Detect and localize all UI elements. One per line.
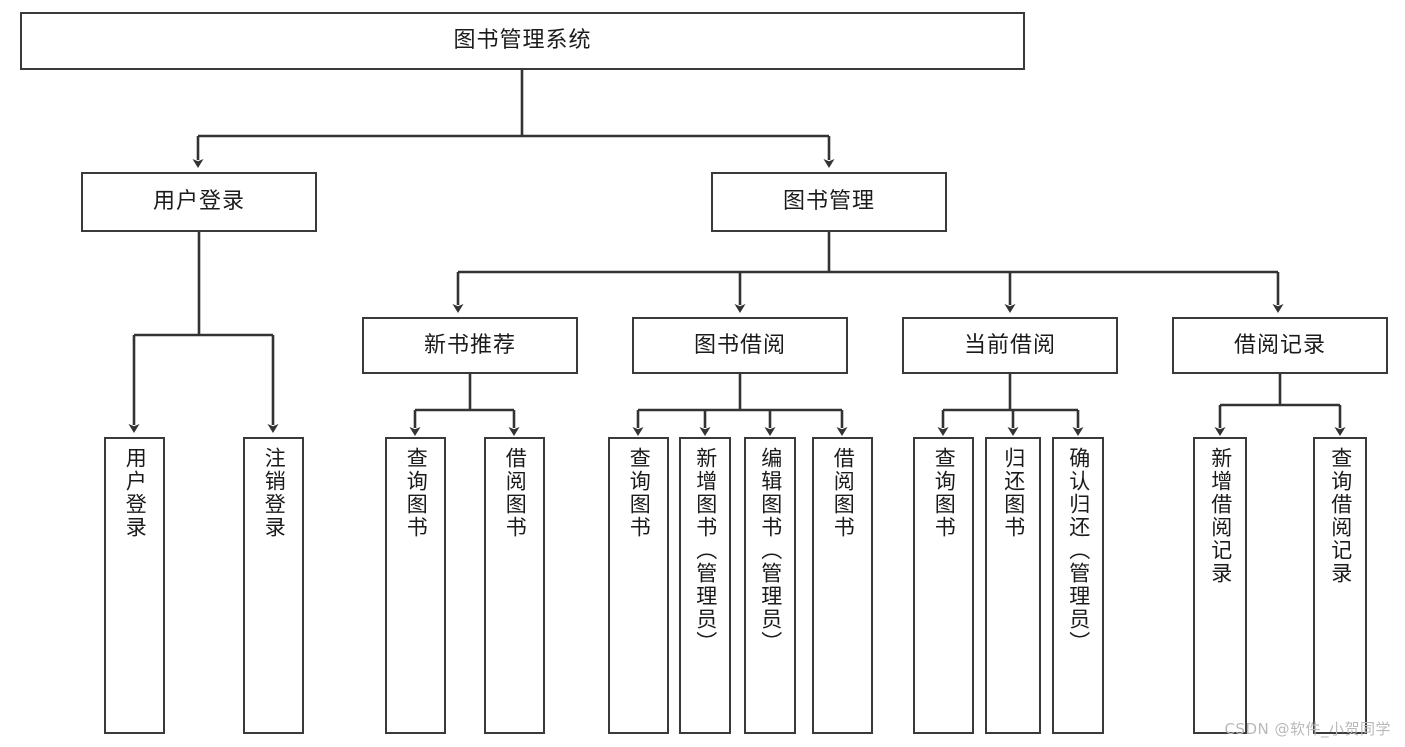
node-current-borrow-label: 当前借阅 [963, 332, 1056, 358]
node-borrow-record-label: 借阅记录 [1233, 332, 1326, 358]
leaf-newbook-query-book-label: 查询图书 [404, 447, 429, 539]
node-root[interactable]: 图书管理系统 [20, 12, 1025, 70]
node-book-borrow[interactable]: 图书借阅 [632, 317, 848, 374]
leaf-user-login-label: 用户登录 [123, 447, 148, 539]
leaf-current-return-book[interactable]: 归还图书 [985, 437, 1041, 734]
leaf-current-query-book-label: 查询图书 [932, 447, 957, 539]
node-book-borrow-label: 图书借阅 [693, 332, 786, 358]
node-new-book-recommend-label: 新书推荐 [423, 332, 516, 358]
leaf-logout-label: 注销登录 [262, 447, 287, 539]
leaf-borrow-query-book[interactable]: 查询图书 [608, 437, 669, 734]
watermark-text: CSDN @软件_小贺同学 [1224, 720, 1391, 738]
node-new-book-recommend[interactable]: 新书推荐 [362, 317, 578, 374]
leaf-record-query-record-label: 查询借阅记录 [1328, 447, 1353, 585]
node-book-management[interactable]: 图书管理 [711, 172, 947, 232]
leaf-newbook-borrow-book[interactable]: 借阅图书 [484, 437, 545, 734]
leaf-logout[interactable]: 注销登录 [243, 437, 304, 734]
leaf-borrow-query-book-label: 查询图书 [627, 447, 652, 539]
leaf-current-query-book[interactable]: 查询图书 [913, 437, 974, 734]
leaf-current-return-book-label: 归还图书 [1001, 447, 1026, 539]
leaf-borrow-edit-book-admin-label: 编辑图书（管理员） [758, 447, 783, 654]
leaf-newbook-query-book[interactable]: 查询图书 [385, 437, 446, 734]
leaf-newbook-borrow-book-label: 借阅图书 [503, 447, 528, 539]
node-root-label: 图书管理系统 [453, 28, 592, 54]
leaf-borrow-borrow-book-label: 借阅图书 [831, 447, 856, 539]
leaf-record-add-record-label: 新增借阅记录 [1208, 447, 1233, 585]
leaf-current-confirm-return-admin[interactable]: 确认归还（管理员） [1052, 437, 1104, 734]
leaf-user-login[interactable]: 用户登录 [104, 437, 165, 734]
leaf-borrow-borrow-book[interactable]: 借阅图书 [812, 437, 873, 734]
node-user-login[interactable]: 用户登录 [81, 172, 317, 232]
node-user-login-label: 用户登录 [152, 189, 245, 215]
node-borrow-record[interactable]: 借阅记录 [1172, 317, 1388, 374]
leaf-current-confirm-return-admin-label: 确认归还（管理员） [1066, 447, 1091, 654]
node-current-borrow[interactable]: 当前借阅 [902, 317, 1118, 374]
leaf-borrow-add-book-admin[interactable]: 新增图书（管理员） [679, 437, 731, 734]
leaf-record-query-record[interactable]: 查询借阅记录 [1313, 437, 1367, 734]
leaf-record-add-record[interactable]: 新增借阅记录 [1193, 437, 1247, 734]
leaf-borrow-add-book-admin-label: 新增图书（管理员） [693, 447, 718, 654]
node-book-management-label: 图书管理 [782, 189, 875, 215]
leaf-borrow-edit-book-admin[interactable]: 编辑图书（管理员） [744, 437, 796, 734]
